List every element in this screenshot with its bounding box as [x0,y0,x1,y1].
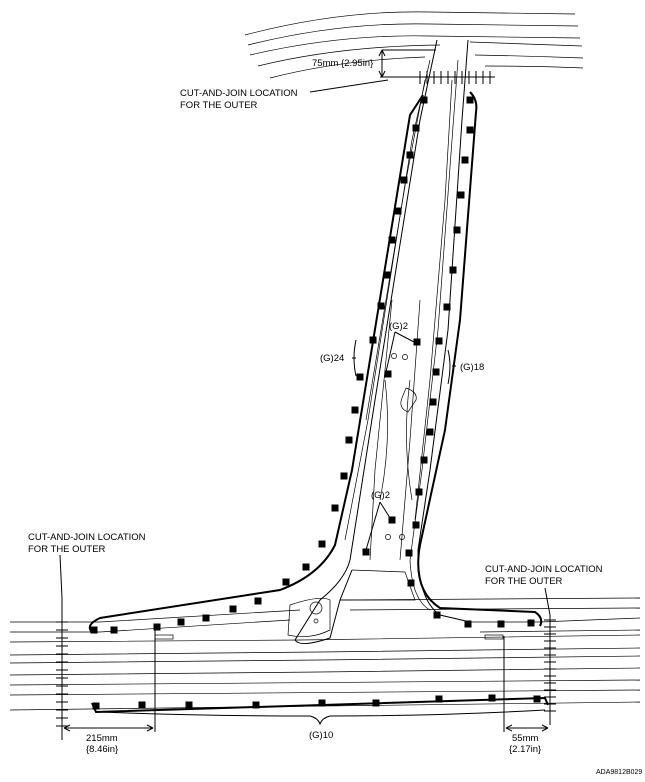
weld-spot [433,611,441,619]
weld-spot [153,623,161,631]
weld-spot [527,619,535,627]
weld-group-right-pillar: (G)18 [460,362,484,373]
weld-spot [302,563,310,571]
weld-spot [351,406,359,414]
cut-join-hatch-marks [56,71,556,727]
weld-spot [138,701,146,709]
weld-spot [394,207,402,215]
weld-spot [229,605,237,613]
weld-brace-left [352,339,357,377]
cut-join-label-right-line1: CUT-AND-JOIN LOCATION [485,564,603,575]
dimension-215mm [63,630,156,732]
weld-spots [90,96,541,710]
weld-spot [461,156,469,164]
weld-spot [432,368,440,376]
weld-spot [318,699,326,707]
cut-join-label-top-line1: CUT-AND-JOIN LOCATION [180,88,298,99]
weld-spot [340,472,348,480]
weld-spot [533,695,541,703]
weld-group-left-pillar: (G)24 [320,353,344,364]
weld-group-bottom-sill: (G)10 [309,730,333,741]
weld-spot [429,398,437,406]
weld-spot [110,626,118,634]
weld-spot [443,303,451,311]
weld-spot [412,124,420,132]
weld-spot [457,191,465,199]
weld-spot [254,597,262,605]
weld-spot [388,516,396,524]
cut-join-leader-top [309,79,389,93]
weld-brace-bottom [99,709,546,726]
dimension-55mm-inch: {2.17in} [509,744,541,755]
weld-spot [488,694,496,702]
weld-spot [92,702,100,710]
cut-join-label-top-line2: FOR THE OUTER [180,100,258,111]
weld-spot [372,699,380,707]
weld-spot [331,504,339,512]
weld-spot [356,373,364,381]
weld-spot [405,549,413,557]
weld-spot [384,370,392,378]
weld-leader-upper-center [385,331,415,373]
cut-join-label-right-line2: FOR THE OUTER [485,576,563,587]
dimension-75mm [378,49,436,78]
weld-spot [177,618,185,626]
weld-spot [426,428,434,436]
weld-spot [407,579,415,587]
weld-spot [202,614,210,622]
weld-spot [345,436,353,444]
weld-spot [449,266,457,274]
cut-join-label-left: CUT-AND-JOIN LOCATION FOR THE OUTER [28,532,148,555]
dimension-215mm-inch: {8.46in} [86,744,118,755]
cut-join-label-left-line2: FOR THE OUTER [28,544,106,555]
cut-join-leader-left [59,554,63,599]
weld-brace-right [447,349,456,385]
roof-rail-outline [244,11,584,79]
weld-spot [413,338,421,346]
weld-spot [406,151,414,159]
weld-spot [362,548,370,556]
weld-spot [497,620,505,628]
weld-spot [400,176,408,184]
weld-spot [90,626,98,634]
weld-spot [420,456,428,464]
weld-spot [185,701,193,709]
weld-outline-left-pillar [88,94,424,633]
weld-spot [453,226,461,234]
weld-group-upper-center: (G)2 [389,321,408,332]
weld-spot [383,271,391,279]
weld-group-lower-center: (G)2 [371,490,390,501]
weld-spot [388,236,396,244]
weld-spot [252,701,260,709]
cut-join-leader-right [544,587,551,616]
weld-spot [464,620,472,628]
cut-join-label-top: CUT-AND-JOIN LOCATION FOR THE OUTER [180,88,300,111]
weld-spot [435,695,443,703]
cut-join-label-left-line1: CUT-AND-JOIN LOCATION [28,532,146,543]
side-sill-outline [9,597,641,711]
weld-spot [377,302,385,310]
weld-spot [369,336,377,344]
weld-spot [435,337,443,345]
dimension-55mm [503,636,549,732]
weld-spot [415,488,423,496]
dimension-55mm-label: 55mm [512,733,538,744]
figure-code: ADA9812B029 [596,769,642,776]
weld-spot [412,521,420,529]
dimension-215mm-label: 215mm [86,733,118,744]
weld-spot [466,126,474,134]
weld-spot [420,96,428,104]
dimension-75mm-label: 75mm {2.95in} [312,58,373,69]
weld-spot [282,578,290,586]
cut-join-label-right: CUT-AND-JOIN LOCATION FOR THE OUTER [485,564,605,587]
weld-spot [466,96,474,104]
weld-outline-right-pillar [417,91,543,627]
b-pillar-body [287,39,471,644]
weld-spot [318,540,326,548]
weld-leader-lower-center [365,501,391,551]
